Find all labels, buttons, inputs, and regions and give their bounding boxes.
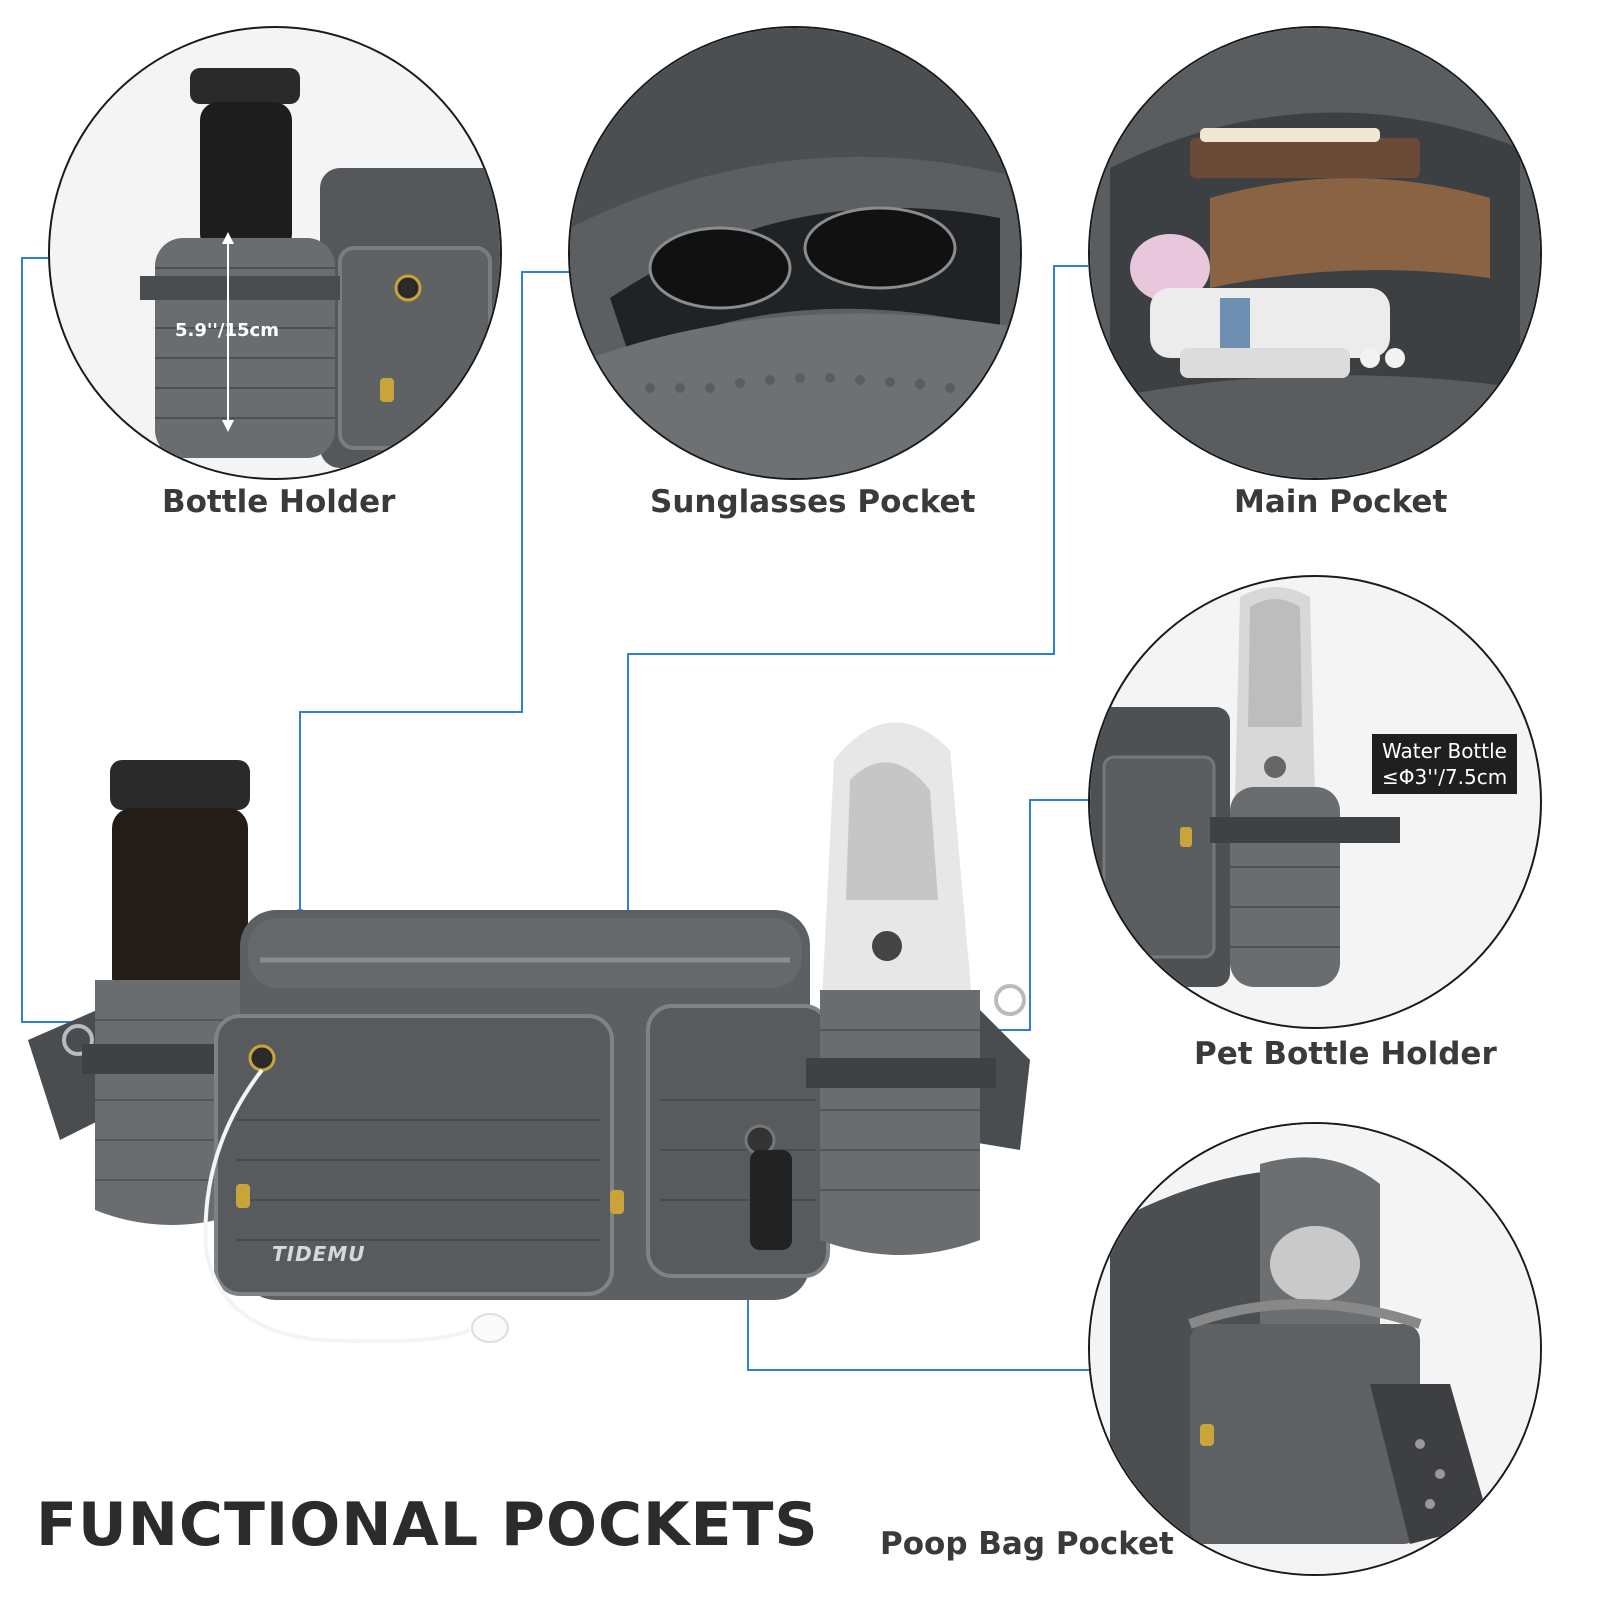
brand-logo: TIDEMU — [272, 1242, 366, 1266]
sunglasses-pocket-photo — [570, 28, 1020, 478]
water-bottle-callout: Water Bottle ≤Φ3''/7.5cm — [1372, 734, 1518, 794]
sunglasses-pocket-circle — [568, 26, 1022, 480]
bottle-holder-circle: 5.9''/15cm — [48, 26, 502, 480]
poop-bag-pocket-circle — [1088, 1122, 1542, 1576]
main-pocket-label: Main Pocket — [1234, 484, 1448, 520]
bottle-dimension-text: 5.9''/15cm — [175, 320, 279, 341]
pet-bottle-holder-label: Pet Bottle Holder — [1194, 1036, 1497, 1072]
water-bottle-callout-title: Water Bottle — [1382, 739, 1507, 763]
main-pocket-circle — [1088, 26, 1542, 480]
sunglasses-pocket-label: Sunglasses Pocket — [650, 484, 976, 520]
poop-bag-pocket-label: Poop Bag Pocket — [880, 1526, 1174, 1562]
page-headline: FUNCTIONAL POCKETS — [36, 1490, 819, 1560]
bottle-holder-label: Bottle Holder — [162, 484, 396, 520]
water-bottle-callout-size: ≤Φ3''/7.5cm — [1382, 765, 1508, 789]
main-pocket-photo — [1090, 28, 1540, 478]
poop-bag-pocket-photo — [1090, 1124, 1540, 1574]
pet-bottle-holder-circle — [1088, 575, 1542, 1029]
bottle-holder-photo — [140, 68, 500, 468]
pet-bottle-holder-photo — [1090, 587, 1400, 987]
